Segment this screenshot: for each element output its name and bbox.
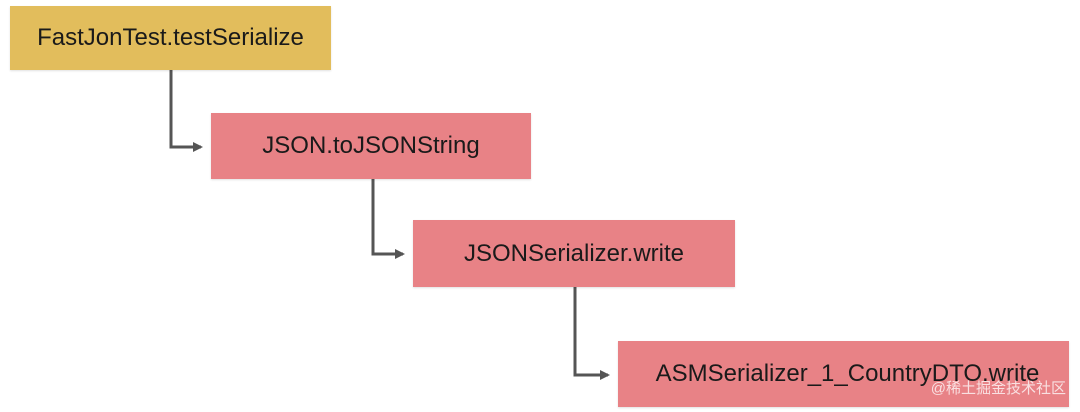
node-label: JSON.toJSONString bbox=[262, 132, 480, 159]
node-label: ASMSerializer_1_CountryDTO.write bbox=[655, 360, 1040, 387]
node-asmserializer-countrydto-write: ASMSerializer_1_CountryDTO.write bbox=[618, 341, 1069, 407]
node-fastjontest-testserialize: FastJonTest.testSerialize bbox=[10, 6, 331, 70]
node-label: FastJonTest.testSerialize bbox=[37, 24, 304, 51]
node-json-tojsonstring: JSON.toJSONString bbox=[211, 113, 531, 179]
watermark: @稀土掘金技术社区 bbox=[930, 380, 1066, 397]
node-jsonserializer-write: JSONSerializer.write bbox=[413, 220, 735, 287]
connector-3-to-4 bbox=[573, 287, 610, 380]
connector-2-to-3 bbox=[371, 179, 405, 259]
node-label: JSONSerializer.write bbox=[463, 239, 685, 267]
connector-1-to-2 bbox=[169, 70, 203, 152]
